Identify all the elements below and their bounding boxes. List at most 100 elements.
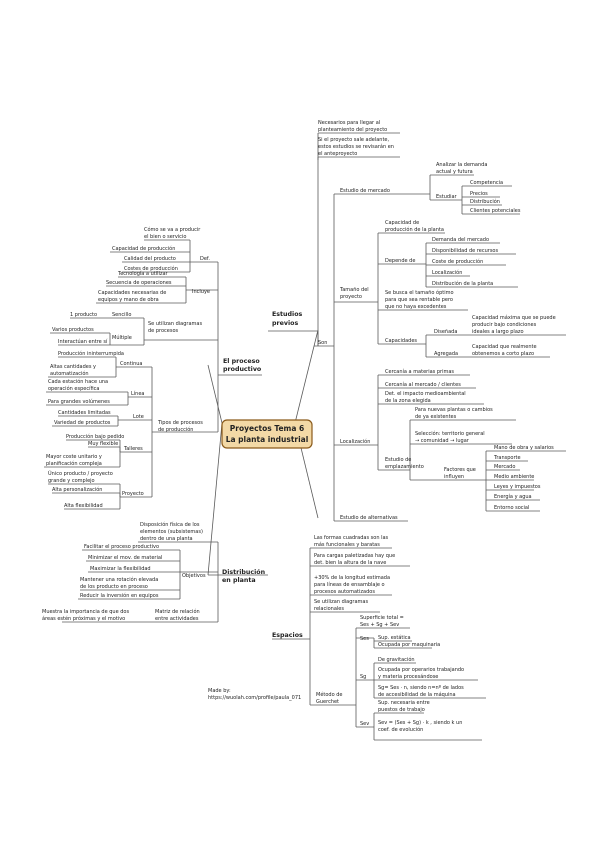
loc-cercania-materias: Cercanía a materias primas xyxy=(385,368,454,375)
guerchet-sev: Sev xyxy=(360,721,369,727)
sg-item-ocupada: Ocupada por operarios trabajando xyxy=(378,667,464,673)
loc-cercania-mercado: Cercanía al mercado / clientes xyxy=(385,381,461,388)
multiple-item-interactuan: Interactúan entre sí xyxy=(58,338,108,345)
factor-energia: Energía y agua xyxy=(494,493,532,500)
sg-item-gravitacion: De gravitación xyxy=(378,656,415,663)
mercado-item-precios: Precios xyxy=(470,191,488,197)
ses-item-estatica: Sup. estática xyxy=(378,634,411,641)
espacios-formas-2: más funcionales y baratas xyxy=(314,541,380,548)
distribucion-def: Disposición física de los xyxy=(140,521,200,528)
factor-mercado: Mercado xyxy=(494,464,515,470)
capacidad-agregada-text: Capacidad que realmente xyxy=(472,344,537,350)
def-item-como: Cómo se va a producir xyxy=(144,226,201,233)
factor-leyes: Leyes y impuestos xyxy=(494,484,541,490)
loc-estudio-emplazamiento-2: emplazamiento xyxy=(385,464,424,470)
proyecto-item-personalizacion: Alta personalización xyxy=(52,486,102,493)
central-topic-box xyxy=(221,419,313,449)
estudios-necesarios: Necesarios para llegar al xyxy=(318,120,380,126)
distribucion-def-3: dentro de una planta xyxy=(140,536,193,542)
tamano-capacidades: Capacidades xyxy=(385,338,417,344)
distribucion-matriz-2: entre actividades xyxy=(155,616,199,622)
loc-factores-2: influyen xyxy=(444,474,464,480)
lote-item-cantidades: Cantidades limitadas xyxy=(58,410,111,416)
sev-item-sup-2: puestos de trabajo xyxy=(378,707,425,713)
ses-item-ocupada: Ocupada por maquinaria xyxy=(378,642,440,648)
linea-item-estacion-2: operación específica xyxy=(48,385,99,392)
matriz-text-2: áreas estén próximas y el motivo xyxy=(42,615,125,622)
loc-nuevas-plantas-2: de ya existentes xyxy=(415,414,457,420)
linea-item-volumenes: Para grandes volúmenes xyxy=(48,398,110,405)
sg-item-formula-2: de accesibilidad de la máquina xyxy=(378,691,456,698)
estudio-mercado: Estudio de mercado xyxy=(340,188,390,194)
objetivo-reducir: Reducir la inversión en equipos xyxy=(80,592,159,599)
loc-impacto-2: de la zona elegida xyxy=(385,398,431,404)
guerchet-sg: Sg xyxy=(360,674,366,680)
proceso-def: Def. xyxy=(200,256,210,262)
tamano-optimo-2: para que sea rentable pero xyxy=(385,297,453,303)
proceso-diagramas-2: de procesos xyxy=(148,328,179,334)
sev-item-sup: Sup. necesaria entre xyxy=(378,700,430,706)
incluye-item-capacidades-2: equipos y mano de obra xyxy=(98,297,159,303)
mercado-estudiar: Estudiar xyxy=(436,194,458,200)
tamano-optimo-3: que no haya excedentes xyxy=(385,304,447,310)
capacidad-disenada: Diseñada xyxy=(434,329,457,335)
superficie-total-2: Ses + Sg + Sev xyxy=(360,622,399,628)
depende-item-coste: Coste de producción xyxy=(432,258,483,265)
def-item-capacidad: Capacidad de producción xyxy=(112,245,175,252)
def-item-costes: Costes de producción xyxy=(124,265,178,272)
mercado-item-clientes: Clientes potenciales xyxy=(470,208,521,214)
sev-item-formula-2: coef. de evolución xyxy=(378,726,423,733)
objetivo-rotacion-2: de los producto en proceso xyxy=(80,584,148,590)
central-topic-title: Proyectos Tema 6 xyxy=(230,424,305,433)
factor-mano-obra: Mano de obra y salarios xyxy=(494,445,554,451)
estudios-son: Son xyxy=(318,340,327,346)
espacios-treinta: +30% de la longitud estimada xyxy=(314,575,390,581)
loc-impacto: Det. el impacto medioambiental xyxy=(385,391,466,397)
lote-item-variedad: Variedad de productos xyxy=(54,420,111,426)
proceso-diagramas: Se utilizan diagramas xyxy=(148,321,202,327)
mercado-analizar-2: actual y futura xyxy=(436,169,473,175)
capacidad-agregada-text-2: obtenemos a corto plazo xyxy=(472,351,534,357)
def-item-como-2: el bien o servicio xyxy=(144,234,186,240)
talleres-item-flexible: Muy flexible xyxy=(88,441,118,447)
proyecto-item-unico-2: grande y complejo xyxy=(48,478,95,484)
tipos-procesos-2: de producción xyxy=(158,426,193,433)
continua-item-altas: Altas cantidades y xyxy=(50,364,96,370)
depende-item-distribucion: Distribución de la planta xyxy=(432,280,493,287)
metodo-guerchet-2: Guerchet xyxy=(316,699,339,705)
factor-entorno: Entorno social xyxy=(494,505,529,511)
estudios-adelante-3: el anteproyecto xyxy=(318,151,357,157)
guerchet-ses: Ses xyxy=(360,636,369,642)
def-item-calidad: Calidad del producto xyxy=(124,256,176,262)
factor-medio-ambiente: Medio ambiente xyxy=(494,474,534,480)
distribucion-objetivos: Objetivos xyxy=(182,573,206,579)
tamano-capacidad-2: producción de la planta xyxy=(385,226,444,233)
incluye-item-tecnologia: Tecnología a utilizar xyxy=(117,270,169,277)
credit-url: https://wuolah.com/profile/paula_071 xyxy=(208,695,301,701)
central-topic-subtitle: La planta industrial xyxy=(226,435,309,444)
branch-proceso-productivo: El proceso xyxy=(223,358,260,365)
distribucion-matriz: Matriz de relación xyxy=(155,608,200,615)
tamano-capacidad: Capacidad de xyxy=(385,220,419,226)
talleres-item-coste: Mayor coste unitario y xyxy=(46,454,102,460)
mercado-item-competencia: Competencia xyxy=(470,180,503,186)
tipo-lote: Lote xyxy=(133,414,144,420)
distribucion-def-2: elementos (subsistemas) xyxy=(140,529,203,535)
tamano-depende: Depende de xyxy=(385,258,415,264)
objetivo-maximizar: Maximizar la flexibilidad xyxy=(90,566,151,572)
sg-item-formula: Sg= Ses · n, siendo n=nº de lados xyxy=(378,685,464,691)
tipo-linea: Línea xyxy=(131,390,144,397)
mercado-analizar: Analizar la demanda xyxy=(436,162,487,168)
depende-item-localizacion: Localización xyxy=(432,269,462,276)
loc-seleccion: Selección: territorio general xyxy=(415,430,485,437)
branch-estudios-previos-2: previos xyxy=(272,320,298,327)
sev-item-formula: Sev = (Ses + Sg) · k , siendo k un xyxy=(378,720,462,726)
metodo-guerchet: Método de xyxy=(316,691,342,698)
talleres-item-coste-2: planificación compleja xyxy=(46,460,102,467)
estudios-necesarios-2: planteamiento del proyecto xyxy=(318,127,387,133)
tamano-optimo: Se busca el tamaño óptimo xyxy=(385,289,454,296)
tipo-talleres: Talleres xyxy=(123,446,143,452)
estudios-adelante: Si el proyecto sale adelante, xyxy=(318,137,389,143)
